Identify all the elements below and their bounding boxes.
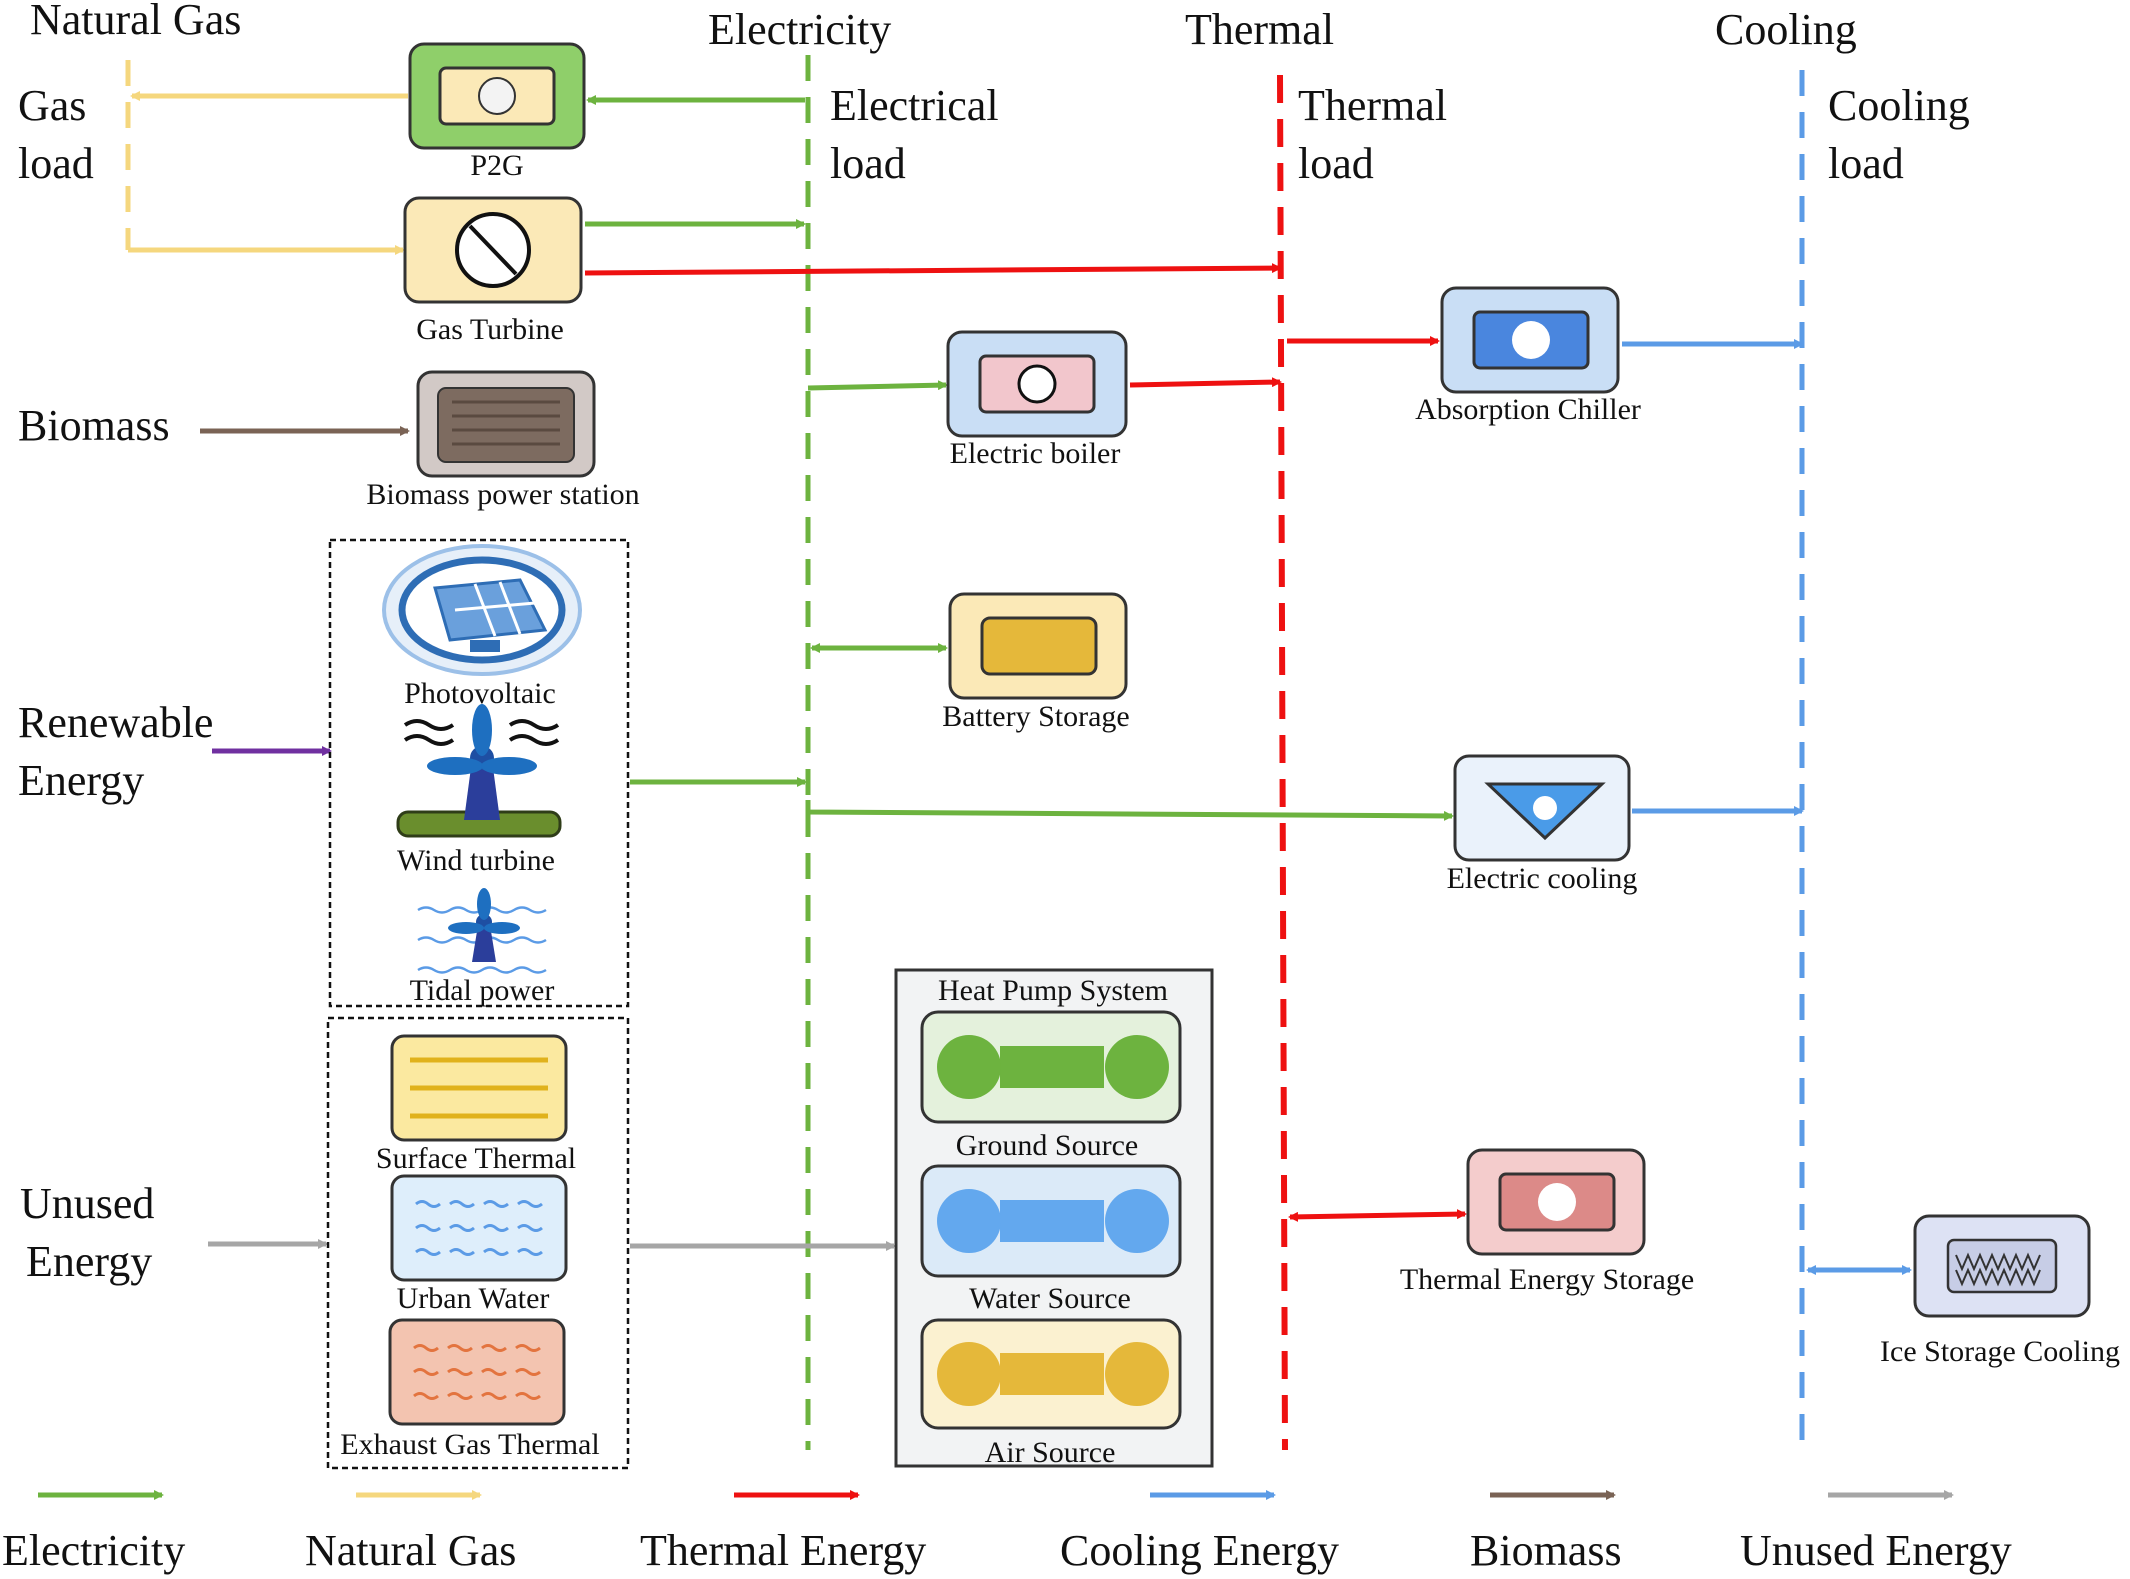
biomass-station-device: [416, 370, 596, 478]
legend-label-electricity: Electricity: [2, 1526, 185, 1575]
unused-source-label-1: Unused: [20, 1179, 154, 1228]
wind-turbine-icon: [396, 704, 562, 838]
exhaust-gas-thermal-device: [388, 1318, 566, 1426]
battery-icon: [980, 616, 1098, 676]
arrow-electricity-to-electric-cooling: [805, 800, 1454, 821]
gas-load-label-2: load: [18, 139, 94, 188]
absorption-chiller-device: [1440, 286, 1620, 394]
ice-storage-cooling-device: [1913, 1214, 2091, 1318]
electric-boiler-label: Electric boiler: [950, 437, 1121, 470]
gas-turbine-device: [403, 196, 583, 304]
arrow-boiler-to-thermal: [1129, 377, 1282, 388]
cooling-header: Cooling: [1715, 5, 1857, 54]
water-source-device: [920, 1164, 1182, 1278]
thermal-bus: [1277, 74, 1288, 1451]
absorption-chiller-label: Absorption Chiller: [1415, 393, 1641, 426]
legend: Electricity Natural Gas Thermal Energy C…: [2, 1490, 2012, 1575]
thermal-storage-icon: [1538, 1183, 1576, 1221]
thermal-energy-storage-device: [1466, 1148, 1646, 1256]
p2g-icon: [478, 77, 516, 115]
electric-cooling-device: [1453, 754, 1631, 862]
electricity-header: Electricity: [708, 5, 891, 54]
chiller-icon: [1512, 321, 1550, 359]
electric-cooling-label: Electric cooling: [1447, 862, 1638, 895]
battery-storage-label: Battery Storage: [942, 700, 1129, 733]
unused-source-label-2: Energy: [26, 1237, 152, 1286]
renewable-source-label-1: Renewable: [18, 698, 213, 747]
legend-label-unused-energy: Unused Energy: [1740, 1526, 2012, 1575]
electric-boiler-device: [946, 330, 1128, 438]
air-source-label: Air Source: [985, 1436, 1116, 1469]
arrow-thermal-storage-bidirectional: [1288, 1209, 1467, 1222]
renewable-group-box: [328, 538, 630, 1008]
ice-storage-cooling-label: Ice Storage Cooling: [1880, 1335, 2120, 1368]
urban-water-device: [390, 1174, 568, 1282]
electrical-load-label-2: load: [830, 139, 906, 188]
arrow-turbine-to-thermal: [584, 263, 1282, 276]
biomass-station-label: Biomass power station: [366, 478, 639, 511]
cooling-load-label-2: load: [1828, 139, 1904, 188]
air-source-device: [920, 1318, 1182, 1430]
ground-source-label: Ground Source: [956, 1129, 1138, 1162]
gas-turbine-label: Gas Turbine: [416, 313, 564, 346]
renewable-source-label-2: Energy: [18, 756, 144, 805]
urban-water-label: Urban Water: [397, 1282, 550, 1315]
legend-label-natural-gas: Natural Gas: [305, 1526, 516, 1575]
thermal-load-label-1: Thermal: [1298, 81, 1447, 130]
boiler-icon: [1017, 364, 1057, 404]
cooling-load-label-1: Cooling: [1828, 81, 1970, 130]
water-source-label: Water Source: [969, 1282, 1131, 1315]
surface-thermal-device: [390, 1034, 568, 1142]
thermal-load-label-2: load: [1298, 139, 1374, 188]
arrow-electricity-to-boiler: [807, 380, 948, 391]
battery-storage-device: [948, 592, 1128, 700]
legend-label-biomass: Biomass: [1470, 1526, 1622, 1575]
p2g-device: [408, 42, 586, 150]
p2g-label: P2G: [470, 149, 523, 182]
thermal-energy-storage-label: Thermal Energy Storage: [1400, 1263, 1694, 1296]
tidal-power-icon: [417, 888, 547, 974]
gas-load-label-1: Gas: [18, 81, 86, 130]
natural-gas-header: Natural Gas: [30, 0, 241, 44]
electrical-load-label-1: Electrical: [830, 81, 999, 130]
ground-source-device: [920, 1010, 1182, 1124]
unused-group-box: [326, 1016, 630, 1470]
biomass-source-label: Biomass: [18, 401, 170, 450]
exhaust-gas-thermal-label: Exhaust Gas Thermal: [340, 1428, 599, 1461]
photovoltaic-label: Photovoltaic: [404, 677, 556, 710]
legend-label-thermal-energy: Thermal Energy: [640, 1526, 926, 1575]
heat-pump-system-title: Heat Pump System: [938, 974, 1168, 1007]
surface-thermal-label: Surface Thermal: [376, 1142, 576, 1175]
ice-coil-icon: [1955, 1252, 2041, 1287]
legend-label-cooling-energy: Cooling Energy: [1060, 1526, 1339, 1575]
wind-turbine-label: Wind turbine: [397, 844, 555, 877]
photovoltaic-icon: [382, 544, 582, 676]
thermal-header: Thermal: [1185, 5, 1334, 54]
tidal-power-label: Tidal power: [410, 974, 555, 1007]
